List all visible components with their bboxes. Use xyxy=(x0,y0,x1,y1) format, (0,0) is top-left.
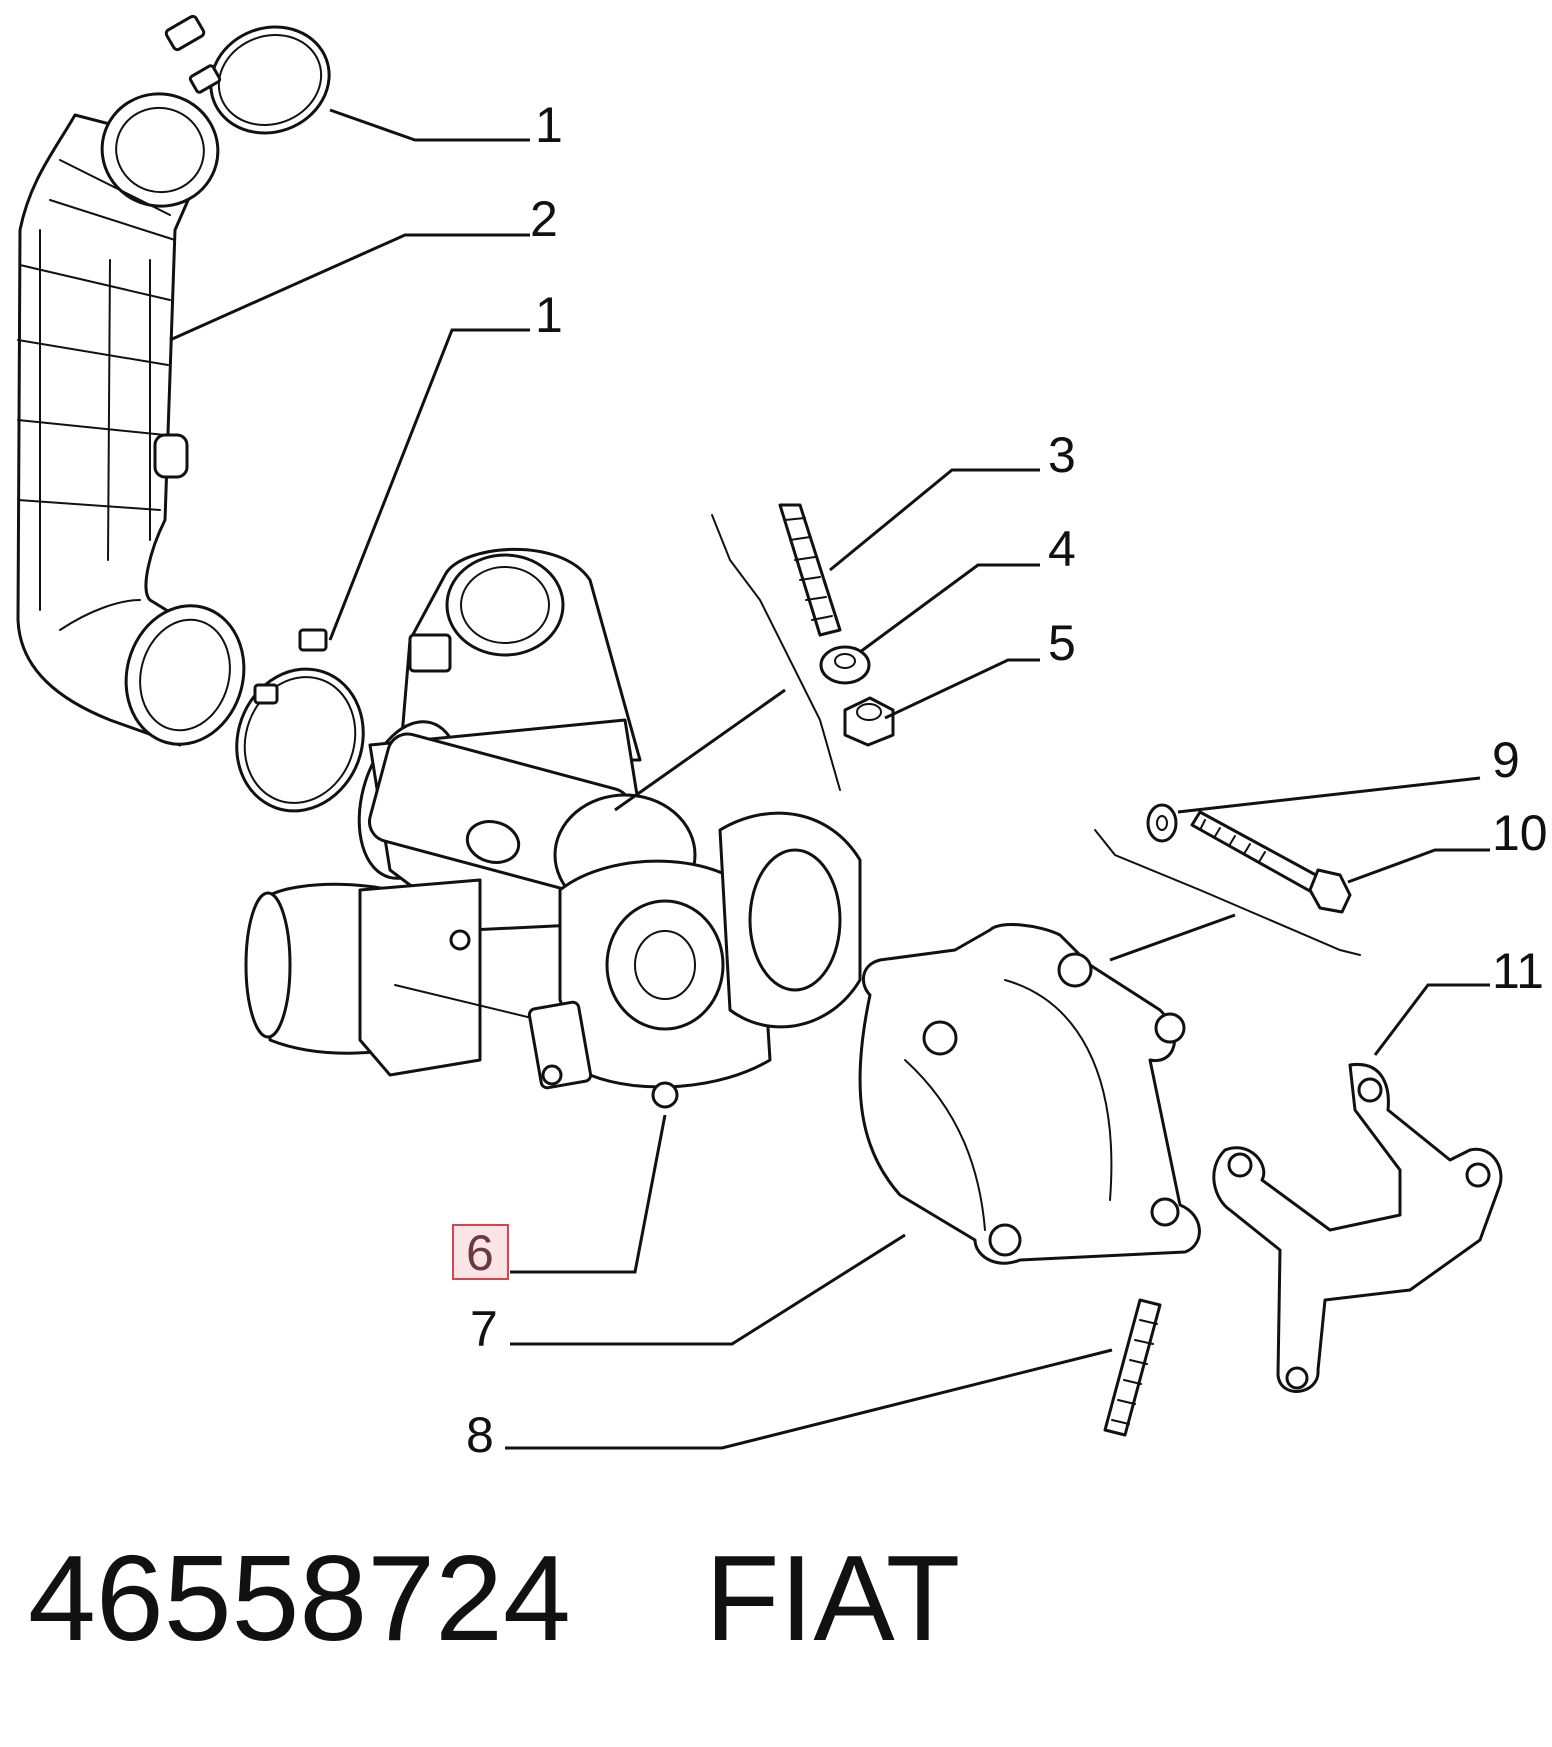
bolt xyxy=(1190,810,1352,914)
hose-clamp-top xyxy=(164,14,331,135)
bracket xyxy=(1212,1063,1503,1393)
callout-1-top: 1 xyxy=(535,97,563,153)
turbocharger xyxy=(244,547,862,1109)
leader-lines xyxy=(169,108,1490,1450)
callout-2: 2 xyxy=(530,191,558,247)
stud xyxy=(778,503,842,637)
callout-1-lower: 1 xyxy=(535,287,563,343)
callout-10: 10 xyxy=(1492,805,1548,861)
callout-6: 6 xyxy=(466,1225,494,1281)
nut xyxy=(843,696,895,747)
exhaust-elbow xyxy=(858,923,1201,1265)
assembly-guide-lines xyxy=(711,514,1361,956)
intake-hose xyxy=(16,92,246,747)
callout-9: 9 xyxy=(1492,732,1520,788)
part-number: 46558724 xyxy=(28,1530,571,1666)
stud-lower xyxy=(1103,1298,1162,1437)
callout-7: 7 xyxy=(470,1301,498,1357)
callout-5: 5 xyxy=(1048,615,1076,671)
callout-4: 4 xyxy=(1048,521,1076,577)
callout-11: 11 xyxy=(1492,943,1544,999)
washer-small xyxy=(1146,803,1178,843)
hose-clamp-lower xyxy=(235,628,365,813)
callout-8: 8 xyxy=(466,1407,494,1463)
brand-name: FIAT xyxy=(705,1530,960,1666)
callout-3: 3 xyxy=(1048,427,1076,483)
highlight-box xyxy=(452,1224,509,1280)
washer xyxy=(819,645,871,685)
